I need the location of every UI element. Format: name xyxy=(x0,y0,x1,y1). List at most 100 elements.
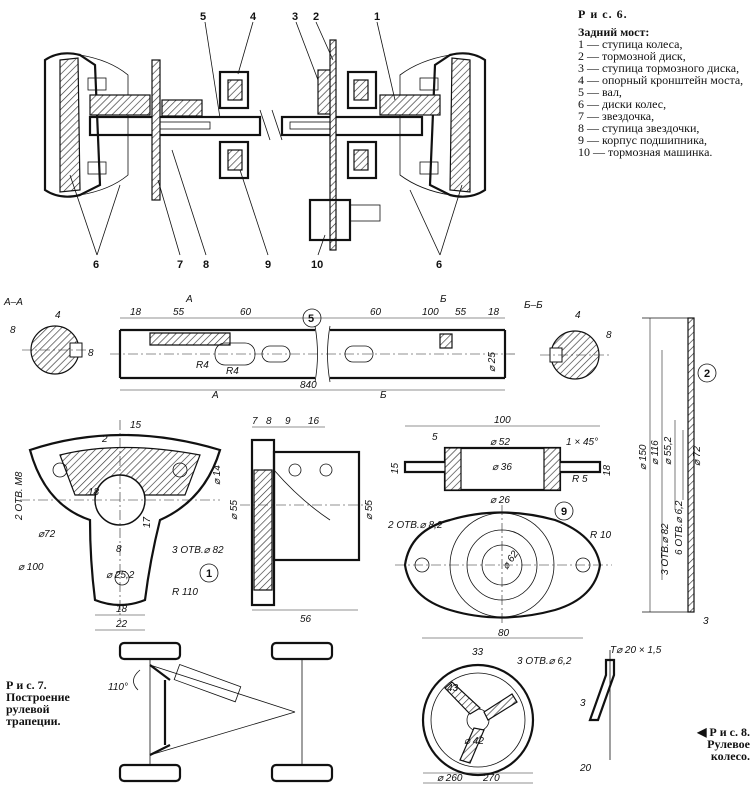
fig6-title: Р и с. 6. xyxy=(578,7,628,21)
wheel-dim-43: 43 xyxy=(447,683,459,694)
wheel-dim-270: 270 xyxy=(482,773,500,784)
fig8-text: Рулевое колесо. xyxy=(707,737,750,763)
fig7-caption: Р и с. 7. Построение рулевой трапеции. xyxy=(6,679,106,727)
fig8-title: ◀ Р и с. 8. xyxy=(697,725,750,739)
shaft-dim-r4b: R4 xyxy=(226,366,239,377)
wheel-dim-3: 3 xyxy=(580,698,586,709)
aa-dim-8b: 8 xyxy=(88,348,94,359)
hub-dim-2: 2 xyxy=(101,434,108,445)
bearing-dim-18: 18 xyxy=(602,464,613,476)
wheel-hub-drawing: 15 2 2 ОТВ. М8 ⌀ 14 ⌀72 8 17 3 ОТВ.⌀ 82 … xyxy=(14,420,224,631)
brake-hub-dim-d55a: ⌀ 55 xyxy=(229,500,240,520)
hub-dim-d72: ⌀72 xyxy=(38,529,56,540)
fig6-item: 8 — ступица звездочки, xyxy=(578,121,700,135)
disc-dim-d116: ⌀ 116 xyxy=(650,440,661,465)
bearing-dim-80: 80 xyxy=(498,628,510,639)
shaft-dim-55a: 55 xyxy=(173,307,185,318)
bearing-dim-2-holes: 2 ОТВ.⌀ 8,2 xyxy=(387,520,443,531)
hub-dim-d100: ⌀ 100 xyxy=(18,562,44,573)
bearing-dim-r5: R 5 xyxy=(572,474,588,485)
bearing-dim-r10: R 10 xyxy=(590,530,612,541)
fig8-caption: ◀ Р и с. 8. Рулевое колесо. xyxy=(675,726,750,762)
callout-9: 9 xyxy=(265,259,271,271)
fig6-item: 2 — тормозной диск, xyxy=(578,49,686,63)
section-bb-label: Б–Б xyxy=(524,300,543,311)
wheel-dim-20: 20 xyxy=(579,763,592,774)
shaft-dim-18a: 18 xyxy=(130,307,142,318)
shaft-dim-r4a: R4 xyxy=(196,360,209,371)
shaft-dim-55b: 55 xyxy=(455,307,467,318)
brake-hub-dim-56: 56 xyxy=(300,614,312,625)
wheel-dim-d42: ⌀ 42 xyxy=(464,736,484,747)
hub-part-number: 1 xyxy=(206,568,212,580)
callout-8: 8 xyxy=(203,259,209,271)
fig6-item: 6 — диски колес, xyxy=(578,97,667,111)
assembly-callouts: 5 4 3 2 1 6 7 8 9 10 6 xyxy=(93,11,442,271)
fig6-item: 3 — ступица тормозного диска, xyxy=(578,61,740,75)
fig6-caption: Р и с. 6. Задний мост: 1 — ступица колес… xyxy=(578,8,746,158)
shaft-dim-60a: 60 xyxy=(240,307,252,318)
disc-part-number: 2 xyxy=(704,368,710,380)
hub-dim-18: 18 xyxy=(116,604,128,615)
shaft-section-b-bottom: Б xyxy=(380,390,387,401)
trapezoid-angle: 110° xyxy=(108,682,128,693)
callout-6-right: 6 xyxy=(436,259,442,271)
bearing-dim-d26: ⌀ 26 xyxy=(490,495,510,506)
callout-1: 1 xyxy=(374,11,380,23)
hub-dim-2-holes-m8: 2 ОТВ. М8 xyxy=(14,471,25,521)
aa-dim-8: 4 xyxy=(55,310,61,321)
shaft-section-a-top: А xyxy=(185,294,193,305)
shaft-dim-18b: 18 xyxy=(488,307,500,318)
callout-7: 7 xyxy=(177,259,183,271)
brake-hub-dim-d55b: ⌀ 55 xyxy=(364,500,375,520)
bearing-dim-100: 100 xyxy=(494,415,511,426)
hub-dim-17: 17 xyxy=(142,516,153,528)
shaft-drawing: А–А 4 8 8 Б–Б 4 8 5 18 55 60 60 100 55 xyxy=(3,294,612,401)
brake-hub-drawing: 7 8 9 16 ⌀ 55 ⌀ 55 56 xyxy=(229,416,375,625)
fig6-item: 1 — ступица колеса, xyxy=(578,37,683,51)
hub-dim-d14: ⌀ 14 xyxy=(212,465,223,485)
rear-axle-assembly: 5 4 3 2 1 6 7 8 9 10 6 xyxy=(43,11,487,271)
shaft-section-b-top: Б xyxy=(440,294,447,305)
bearing-dim-d62: ⌀ 62 xyxy=(500,549,521,572)
fig6-item: 4 — опорный кронштейн моста, xyxy=(578,73,744,87)
aa-dim-4: 8 xyxy=(10,325,16,336)
shaft-dim-d25: ⌀ 25 xyxy=(487,352,498,372)
wheel-dim-33: 33 xyxy=(472,647,484,658)
bearing-part-number: 9 xyxy=(561,506,567,518)
hub-dim-8: 8 xyxy=(116,544,122,555)
fig6-item: 10 — тормозная машинка. xyxy=(578,145,713,159)
bearing-dim-d52: ⌀ 52 xyxy=(490,437,510,448)
fig6-subtitle: Задний мост: xyxy=(578,25,650,39)
bearing-housing-drawing: 100 ⌀ 52 1 × 45° 5 15 ⌀ 36 18 R 5 ⌀ 26 2… xyxy=(387,415,613,639)
disc-dim-d55-2: ⌀ 55,2 xyxy=(663,436,674,465)
hub-dim-3-holes: 3 ОТВ.⌀ 82 xyxy=(172,545,224,556)
bearing-dim-5: 5 xyxy=(432,432,438,443)
brake-disc-drawing: ⌀ 150 ⌀ 116 ⌀ 55,2 ⌀ 72 3 ОТВ.⌀ 82 6 ОТВ… xyxy=(638,317,717,627)
disc-dim-3-holes: 3 ОТВ.⌀ 82 xyxy=(660,523,671,575)
bearing-dim-15: 15 xyxy=(390,462,401,474)
wheel-dim-thread: Т⌀ 20 × 1,5 xyxy=(610,645,662,656)
callout-10: 10 xyxy=(311,259,323,271)
brake-hub-dim-8: 8 xyxy=(266,416,272,427)
shaft-part-number: 5 xyxy=(308,313,314,325)
disc-dim-d72: ⌀ 72 xyxy=(692,446,703,466)
hub-dim-r110: R 110 xyxy=(172,587,198,598)
fig6-item: 7 — звездочка, xyxy=(578,109,655,123)
fig6-item: 5 — вал, xyxy=(578,85,622,99)
bearing-dim-d36: ⌀ 36 xyxy=(492,462,512,473)
fig6-item: 9 — корпус подшипника, xyxy=(578,133,708,147)
fig7-text: Построение рулевой трапеции. xyxy=(6,690,70,728)
hub-dim-d25-2: ⌀ 25,2 xyxy=(106,570,135,581)
brake-hub-dim-9: 9 xyxy=(285,416,291,427)
disc-dim-3: 3 xyxy=(703,616,709,627)
wheel-dim-d260: ⌀ 260 xyxy=(437,773,463,784)
callout-2: 2 xyxy=(313,11,319,23)
disc-dim-6-holes: 6 ОТВ.⌀ 6,2 xyxy=(674,500,685,555)
callout-3: 3 xyxy=(292,11,298,23)
bearing-dim-chamfer: 1 × 45° xyxy=(566,437,598,448)
steering-trapezoid-drawing: 110° xyxy=(108,641,334,783)
brake-hub-dim-16: 16 xyxy=(308,416,320,427)
hub-dim-22: 22 xyxy=(115,619,128,630)
